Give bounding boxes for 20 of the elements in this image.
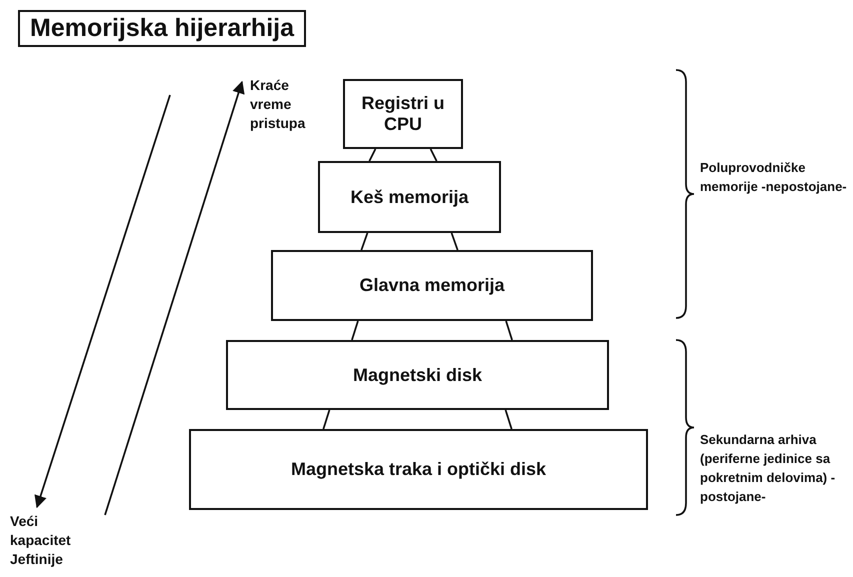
arrow-caption: Kraće vreme pristupa <box>250 76 330 133</box>
connector-line <box>505 320 513 340</box>
title: Memorijska hijerarhija <box>18 10 306 47</box>
connector-line <box>450 232 458 250</box>
connector-line <box>430 148 438 162</box>
arrow <box>34 94 171 508</box>
connector-line <box>504 410 512 430</box>
brace-label: Poluprovodničke memorije -nepostojane- <box>700 159 848 196</box>
connector-line <box>351 320 359 340</box>
arrow-caption: Veći kapacitet Jeftinije <box>10 512 100 569</box>
memory-level-box: Magnetski disk <box>226 340 609 410</box>
arrow <box>104 80 245 516</box>
brace-label: Sekundarna arhiva (periferne jedinice sa pokretnim delovima) -postojane- <box>700 431 836 506</box>
connector-line <box>360 232 368 250</box>
connector-line <box>322 410 330 430</box>
memory-level-box: Magnetska traka i optički disk <box>189 429 648 510</box>
memory-level-box: Registri u CPU <box>343 79 463 149</box>
connector-line <box>368 148 376 162</box>
memory-level-box: Glavna memorija <box>271 250 593 321</box>
memory-level-box: Keš memorija <box>318 161 501 233</box>
